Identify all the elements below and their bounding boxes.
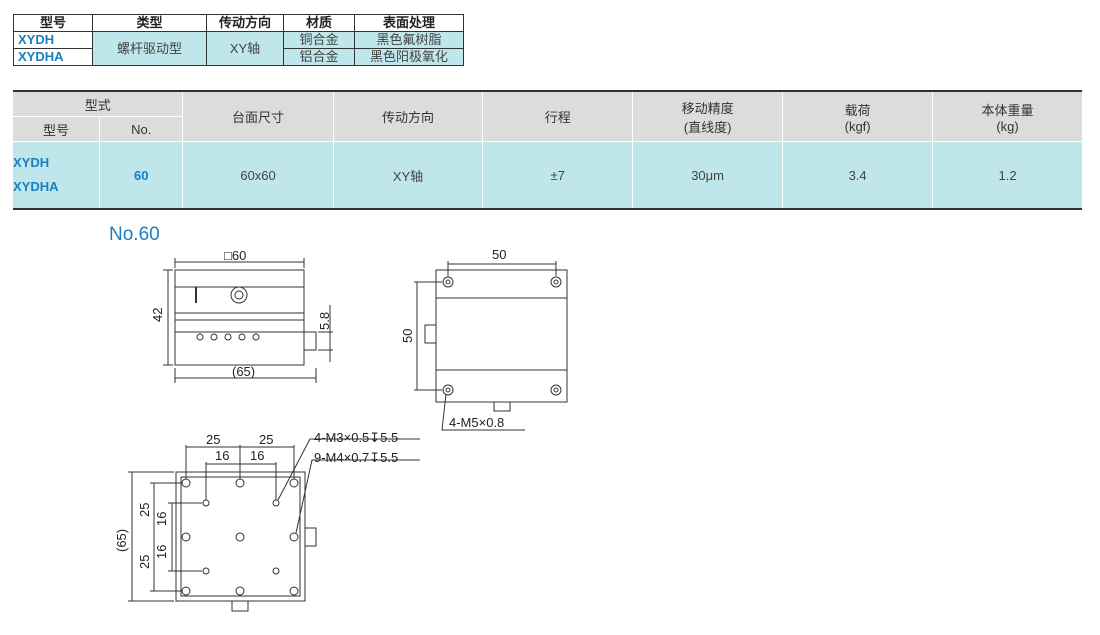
col-table-size: 台面尺寸 bbox=[182, 90, 334, 142]
plan-overall-label: (65) bbox=[114, 529, 129, 552]
row-model: XYDHA bbox=[13, 179, 59, 194]
top-view-labels: 50 50 4-M5×0.8 bbox=[400, 247, 506, 430]
col-accuracy-label: 移动精度 bbox=[681, 100, 734, 116]
row-model: XYDH bbox=[13, 155, 50, 170]
header-finish: 表面处理 bbox=[354, 14, 464, 32]
drawing-title: No.60 bbox=[109, 224, 160, 245]
material-cell: 铜合金 bbox=[283, 31, 355, 49]
plan-left-dim: 25 bbox=[137, 503, 152, 517]
plan-left-dim: 25 bbox=[137, 555, 152, 569]
row-weight: 1.2 bbox=[932, 141, 1082, 210]
col-weight-label: 本体重量 bbox=[981, 102, 1034, 118]
main-spec-table: 型式 台面尺寸 传动方向 行程 移动精度 (直线度) 载荷 (kgf) 本体重量… bbox=[13, 90, 1082, 210]
row-table-size: 60x60 bbox=[182, 141, 334, 210]
col-accuracy: 移动精度 (直线度) bbox=[632, 90, 783, 142]
header-type: 类型 bbox=[92, 14, 207, 32]
plan-inner-dim: 16 bbox=[215, 448, 229, 463]
row-load: 3.4 bbox=[782, 141, 933, 210]
front-view bbox=[163, 258, 333, 383]
plan-top-dim: 25 bbox=[206, 432, 220, 447]
plan-view bbox=[128, 438, 420, 612]
plan-left-inner-dim: 16 bbox=[154, 512, 169, 526]
finish-cell: 黑色氟树脂 bbox=[354, 31, 464, 49]
direction-cell: XY轴 bbox=[206, 31, 284, 66]
plan-hole-label: 4-M3×0.5↧5.5 bbox=[314, 430, 398, 445]
front-width-label: □60 bbox=[224, 248, 246, 263]
top-pitch-v-label: 50 bbox=[400, 329, 415, 343]
front-overall-label: (65) bbox=[232, 364, 255, 379]
plan-view-labels: 25 25 16 16 4-M3×0.5↧5.5 9-M4×0.7↧5.5 25… bbox=[114, 430, 398, 569]
front-step-label: 5.8 bbox=[317, 312, 332, 330]
header-model: 型号 bbox=[13, 14, 93, 32]
row-models: XYDH XYDHA bbox=[13, 141, 100, 210]
sub-header-model: 型号 bbox=[13, 116, 100, 142]
row-no: 60 bbox=[98, 141, 183, 210]
col-direction: 传动方向 bbox=[332, 90, 483, 142]
header-direction: 传动方向 bbox=[206, 14, 284, 32]
sub-header-no: No. bbox=[98, 116, 183, 142]
material-cell: 铝合金 bbox=[283, 48, 355, 66]
type-cell: 螺杆驱动型 bbox=[92, 31, 207, 66]
top-view bbox=[414, 261, 568, 431]
row-accuracy: 30μm bbox=[632, 141, 783, 210]
col-accuracy-sub: (直线度) bbox=[683, 119, 732, 135]
col-load-label: 载荷 bbox=[844, 102, 871, 118]
row-direction: XY轴 bbox=[332, 141, 483, 210]
plan-hole-label: 9-M4×0.7↧5.5 bbox=[314, 450, 398, 465]
spec-table: 型号 类型 传动方向 材质 表面处理 XYDH 螺杆驱动型 XY轴 铜合金 黑色… bbox=[13, 14, 464, 66]
col-weight: 本体重量 (kg) bbox=[932, 90, 1082, 142]
top-pitch-h-label: 50 bbox=[492, 247, 506, 262]
plan-left-inner-dim: 16 bbox=[154, 545, 169, 559]
col-stroke: 行程 bbox=[482, 90, 633, 142]
table-row: XYDH XYDHA 60 60x60 XY轴 ±7 30μm 3.4 1.2 bbox=[13, 141, 1082, 210]
front-view-labels: □60 42 5.8 (65) bbox=[150, 248, 332, 379]
col-load-sub: (kgf) bbox=[844, 118, 871, 134]
col-load: 载荷 (kgf) bbox=[782, 90, 933, 142]
plan-top-dim: 25 bbox=[259, 432, 273, 447]
model-code: XYDHA bbox=[13, 48, 93, 66]
front-height-label: 42 bbox=[150, 308, 165, 322]
top-hole-label: 4-M5×0.8 bbox=[449, 415, 504, 430]
plan-inner-dim: 16 bbox=[250, 448, 264, 463]
row-stroke: ±7 bbox=[482, 141, 633, 210]
group-header: 型式 bbox=[13, 90, 183, 117]
finish-cell: 黑色阳极氧化 bbox=[354, 48, 464, 66]
col-weight-sub: (kg) bbox=[996, 118, 1019, 134]
